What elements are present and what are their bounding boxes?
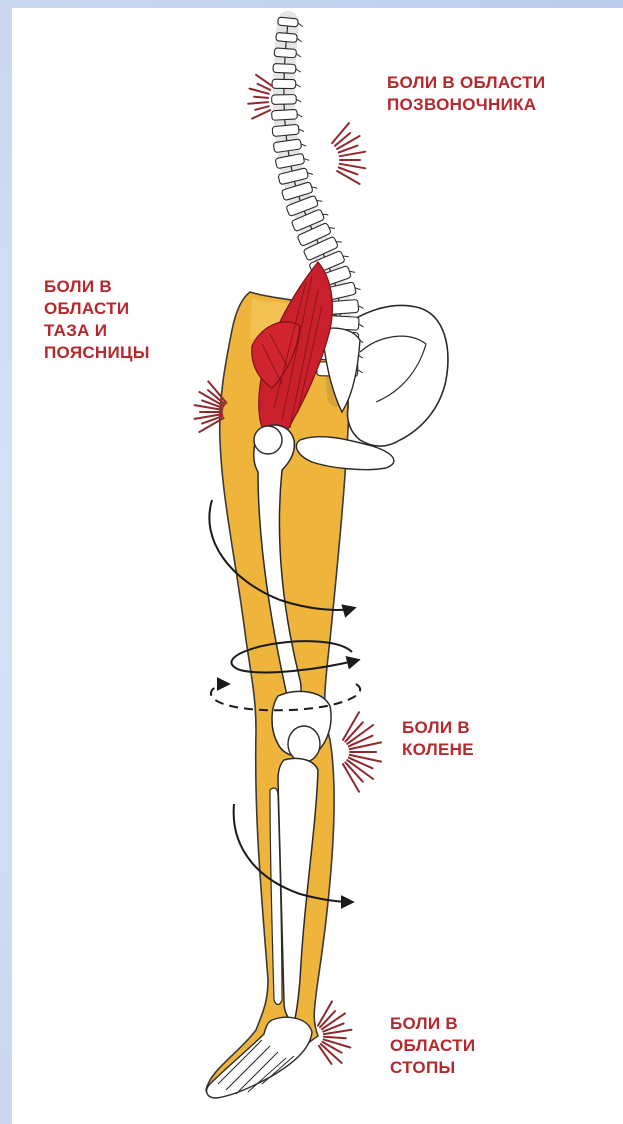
kneecap <box>288 726 320 762</box>
vertebra <box>272 109 298 120</box>
vertebra-process <box>299 129 304 132</box>
pain-burst-upper-back-ray <box>335 133 350 146</box>
vertebra <box>273 64 296 74</box>
pain-burst-upper-back-ray <box>340 164 366 169</box>
vertebra-process <box>296 69 301 72</box>
vertebra <box>274 48 296 58</box>
vertebra-process <box>297 114 302 117</box>
vertebra <box>272 95 297 105</box>
pain-burst-neck-ray <box>252 110 270 119</box>
pain-burst-ankle-ray <box>324 1037 346 1039</box>
pain-burst-neck-ray <box>254 97 268 98</box>
pain-burst-upper-back-ray <box>340 152 366 157</box>
vertebra <box>272 79 296 88</box>
vertebra-process <box>296 84 301 87</box>
label-spine-pain: БОЛИ В ОБЛАСТИ ПОЗВОНОЧНИКА <box>387 72 545 116</box>
pain-burst-ankle-ray <box>323 1023 343 1031</box>
label-pelvis-lowerback-pain: БОЛИ В ОБЛАСТИ ТАЗА И ПОЯСНИЦЫ <box>44 276 150 364</box>
vertebra <box>276 32 298 42</box>
label-foot-pain: БОЛИ В ОБЛАСТИ СТОПЫ <box>390 1013 475 1079</box>
label-knee-pain: БОЛИ В КОЛЕНЕ <box>402 717 474 761</box>
vertebra-process <box>297 38 302 41</box>
vertebra <box>272 124 299 136</box>
pain-burst-neck-ray <box>250 89 269 94</box>
pain-burst-neck-ray <box>255 106 268 110</box>
vertebra-process <box>358 305 363 308</box>
vertebra-process <box>296 99 301 102</box>
pain-burst-ankle-ray <box>324 1039 351 1047</box>
vertebra-process <box>296 54 301 57</box>
pain-burst-neck-ray <box>258 84 271 90</box>
femur-head <box>254 426 282 454</box>
vertebra <box>278 17 299 27</box>
pain-burst-neck-ray <box>248 102 268 104</box>
